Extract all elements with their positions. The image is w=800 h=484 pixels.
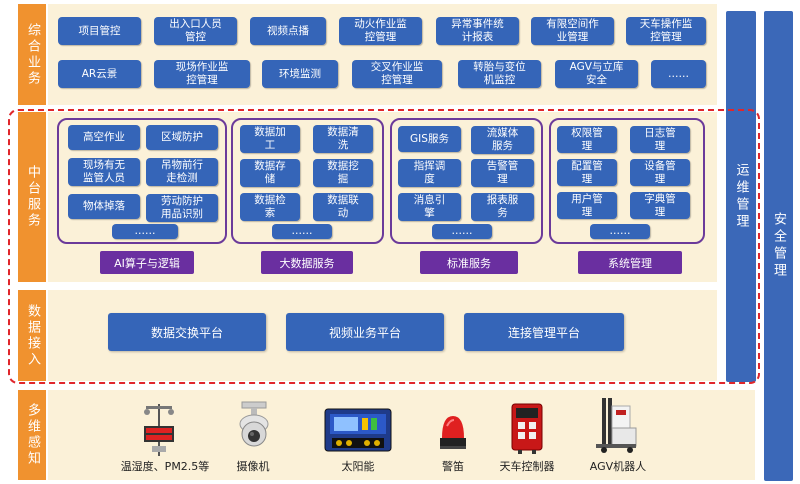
bigdata-more[interactable]: …… [272, 224, 332, 239]
system-item-3[interactable]: 配置管 理 [557, 159, 617, 186]
business-button-1[interactable]: 项目管控 [58, 17, 141, 45]
ops-management-bar[interactable]: 运维管理 [726, 11, 756, 382]
ai-item-6[interactable]: 劳动防护 用品识别 [146, 194, 218, 222]
bigdata-item-5[interactable]: 数据检 索 [240, 193, 300, 221]
standard-more[interactable]: …… [432, 224, 492, 239]
ai-item-5[interactable]: 物体掉落 [68, 194, 140, 219]
bigdata-item-2[interactable]: 数据清 洗 [313, 125, 373, 153]
business-button-4[interactable]: 动火作业监 控管理 [339, 17, 422, 45]
ai-more[interactable]: …… [112, 224, 178, 239]
business-button-6[interactable]: 有限空间作 业管理 [531, 17, 614, 45]
business-button-2[interactable]: 出入口人员 管控 [154, 17, 237, 45]
system-item-4[interactable]: 设备管 理 [630, 159, 690, 186]
business-button-8[interactable]: AR云景 [58, 60, 141, 88]
business-button-13[interactable]: AGV与立库 安全 [555, 60, 638, 88]
siren-icon [438, 412, 468, 450]
standard-item-5[interactable]: 消息引 擎 [398, 193, 461, 221]
camera-icon [234, 400, 274, 450]
middle-platform-outline [8, 109, 760, 384]
business-button-7[interactable]: 天车操作监 控管理 [626, 17, 706, 45]
ai-item-3[interactable]: 现场有无 监管人员 [68, 158, 140, 186]
device-label-siren: 警笛 [442, 460, 464, 473]
agv-robot-icon [594, 396, 640, 454]
bigdata-item-3[interactable]: 数据存 储 [240, 159, 300, 187]
ai-item-1[interactable]: 高空作业 [68, 125, 140, 150]
weather-station-icon [138, 400, 182, 456]
standard-item-4[interactable]: 告警管 理 [471, 159, 534, 187]
standard-item-6[interactable]: 报表服 务 [471, 193, 534, 221]
system-item-2[interactable]: 日志管 理 [630, 126, 690, 153]
business-button-10[interactable]: 环境监测 [262, 60, 338, 88]
system-item-5[interactable]: 用户管 理 [557, 192, 617, 219]
business-button-more[interactable]: …… [651, 60, 706, 88]
business-button-9[interactable]: 现场作业监 控管理 [154, 60, 250, 88]
device-label-solar: 太阳能 [341, 460, 375, 473]
bigdata-item-4[interactable]: 数据挖 掘 [313, 159, 373, 187]
business-button-11[interactable]: 交叉作业监 控管理 [352, 60, 442, 88]
solar-controller-icon [324, 408, 392, 452]
platform-video[interactable]: 视频业务平台 [286, 313, 444, 351]
crane-controller-icon [510, 402, 544, 454]
bigdata-item-1[interactable]: 数据加 工 [240, 125, 300, 153]
business-button-12[interactable]: 转胎与变位 机监控 [458, 60, 541, 88]
device-label-agv: AGV机器人 [589, 460, 647, 473]
system-item-6[interactable]: 字典管 理 [630, 192, 690, 219]
standard-item-3[interactable]: 指挥调 度 [398, 159, 461, 187]
platform-data-exchange[interactable]: 数据交换平台 [108, 313, 266, 351]
device-label-crane: 天车控制器 [499, 460, 555, 473]
system-item-1[interactable]: 权限管 理 [557, 126, 617, 153]
layer-label-middle: 中台服务 [18, 112, 46, 282]
standard-item-1[interactable]: GIS服务 [398, 126, 461, 152]
device-label-camera: 摄像机 [236, 460, 270, 473]
system-more[interactable]: …… [590, 224, 650, 239]
service-label-standard: 标准服务 [420, 251, 518, 274]
security-management-bar[interactable]: 安全管理 [764, 11, 793, 481]
layer-label-sensing: 多维感知 [18, 390, 46, 480]
ai-item-4[interactable]: 吊物前行 走检测 [146, 158, 218, 186]
device-label-weather: 温湿度、PM2.5等 [120, 460, 210, 473]
service-label-system: 系统管理 [578, 251, 682, 274]
business-button-3[interactable]: 视频点播 [250, 17, 326, 45]
ai-item-2[interactable]: 区域防护 [146, 125, 218, 150]
bigdata-item-6[interactable]: 数据联 动 [313, 193, 373, 221]
layer-label-access: 数据接入 [18, 290, 46, 381]
layer-label-business: 综合业务 [18, 4, 46, 105]
business-button-5[interactable]: 异常事件统 计报表 [436, 17, 519, 45]
standard-item-2[interactable]: 流媒体 服务 [471, 126, 534, 154]
service-label-bigdata: 大数据服务 [261, 251, 353, 274]
service-label-ai: AI算子与逻辑 [100, 251, 194, 274]
platform-connection[interactable]: 连接管理平台 [464, 313, 624, 351]
